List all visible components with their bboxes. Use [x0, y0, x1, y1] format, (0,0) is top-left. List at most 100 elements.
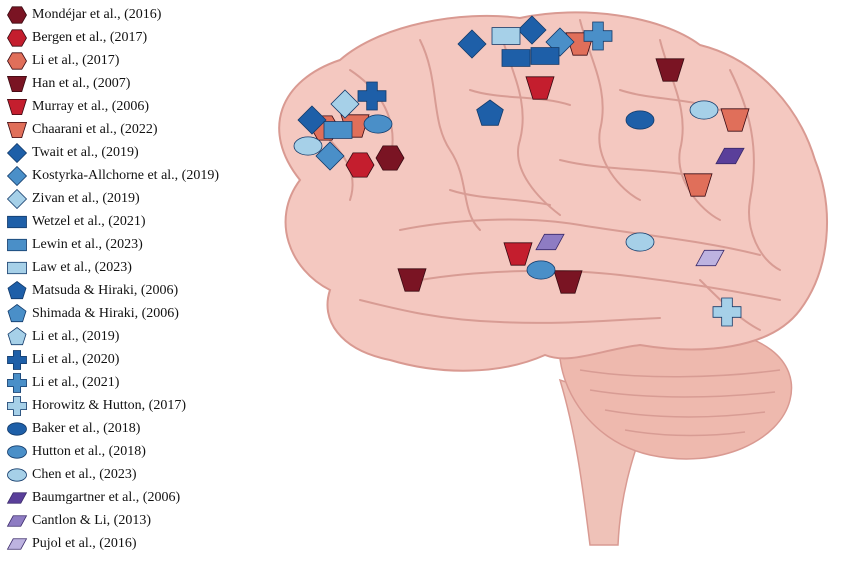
- legend-item: Lewin et al., (2023): [6, 234, 143, 256]
- brain-marker-trapezoid: [720, 108, 750, 132]
- legend-item: Li et al., (2019): [6, 326, 119, 348]
- legend-label: Baker et al., (2018): [32, 421, 141, 436]
- legend-label: Li et al., (2021): [32, 375, 120, 390]
- brain-marker-rect: [491, 27, 521, 45]
- legend-item: Twait et al., (2019): [6, 142, 139, 164]
- rect-icon: [7, 238, 27, 252]
- legend-item: Bergen et al., (2017): [6, 27, 147, 49]
- legend-label: Li et al., (2020): [32, 352, 120, 367]
- legend-item: Murray et al., (2006): [6, 96, 149, 118]
- brain-marker-trapezoid: [503, 242, 533, 266]
- legend-label: Pujol et al., (2016): [32, 536, 137, 551]
- legend-label: Bergen et al., (2017): [32, 30, 148, 45]
- legend-item: Kostyrka-Allchorne et al., (2019): [6, 165, 219, 187]
- legend-label: Wetzel et al., (2021): [32, 214, 146, 229]
- cross-icon: [7, 373, 27, 393]
- brain-marker-ellipse: [526, 260, 556, 280]
- legend-label: Horowitz & Hutton, (2017): [32, 398, 186, 413]
- rect-icon: [7, 215, 27, 229]
- brain-marker-cross: [357, 81, 387, 111]
- legend-label: Chaarani et al., (2022): [32, 122, 158, 137]
- legend-label: Cantlon & Li, (2013): [32, 513, 151, 528]
- ellipse-icon: [7, 445, 27, 459]
- legend-item: Han et al., (2007): [6, 73, 130, 95]
- brain-marker-diamond: [297, 105, 327, 135]
- legend-item: Wetzel et al., (2021): [6, 211, 146, 233]
- brain-marker-trapezoid: [525, 76, 555, 100]
- brain-marker-diamond: [315, 141, 345, 171]
- brain-marker-hexagon: [375, 145, 405, 171]
- legend-item: Li et al., (2021): [6, 372, 119, 394]
- legend-label: Li et al., (2019): [32, 329, 120, 344]
- legend-label: Baumgartner et al., (2006): [32, 490, 181, 505]
- legend-item: Matsuda & Hiraki, (2006): [6, 280, 178, 302]
- legend-item: Cantlon & Li, (2013): [6, 510, 151, 532]
- legend-item: Pujol et al., (2016): [6, 533, 137, 555]
- parallelogram-icon: [6, 515, 28, 527]
- brain-marker-trapezoid: [655, 58, 685, 82]
- legend-label: Murray et al., (2006): [32, 99, 150, 114]
- brain-marker-hexagon: [345, 152, 375, 178]
- parallelogram-icon: [6, 492, 28, 504]
- legend-item: Li et al., (2017): [6, 50, 119, 72]
- cerebellum-folds: [579, 369, 781, 437]
- hexagon-icon: [7, 29, 27, 47]
- legend-label: Twait et al., (2019): [32, 145, 139, 160]
- trapezoid-icon: [6, 122, 28, 138]
- pentagon-icon: [7, 327, 27, 346]
- legend-item: Baker et al., (2018): [6, 418, 140, 440]
- legend-item: Mondéjar et al., (2016): [6, 4, 161, 26]
- legend-item: Horowitz & Hutton, (2017): [6, 395, 186, 417]
- brain-marker-parallelogram: [535, 233, 565, 251]
- hexagon-icon: [7, 6, 27, 24]
- parallelogram-icon: [6, 538, 28, 550]
- brain-marker-trapezoid: [553, 270, 583, 294]
- legend-item: Zivan et al., (2019): [6, 188, 140, 210]
- brain-marker-ellipse: [363, 114, 393, 134]
- rect-icon: [7, 261, 27, 275]
- legend-label: Li et al., (2017): [32, 53, 120, 68]
- cross-icon: [7, 396, 27, 416]
- legend-item: Chaarani et al., (2022): [6, 119, 158, 141]
- legend-label: Matsuda & Hiraki, (2006): [32, 283, 179, 298]
- brain-marker-rect: [530, 47, 560, 65]
- ellipse-icon: [7, 422, 27, 436]
- brain-marker-trapezoid: [397, 268, 427, 292]
- brain-marker-cross: [583, 21, 613, 51]
- legend-label: Shimada & Hiraki, (2006): [32, 306, 179, 321]
- marker-layer: [293, 15, 750, 327]
- legend-item: Law et al., (2023): [6, 257, 132, 279]
- hexagon-icon: [7, 52, 27, 70]
- legend-item: Hutton et al., (2018): [6, 441, 146, 463]
- brain-marker-pentagon: [476, 99, 504, 126]
- pentagon-icon: [7, 281, 27, 300]
- pentagon-icon: [7, 304, 27, 323]
- trapezoid-icon: [6, 76, 28, 92]
- brain-marker-rect: [501, 49, 531, 67]
- legend-item: Li et al., (2020): [6, 349, 119, 371]
- legend-label: Hutton et al., (2018): [32, 444, 146, 459]
- brain-marker-ellipse: [625, 110, 655, 130]
- legend-label: Zivan et al., (2019): [32, 191, 140, 206]
- trapezoid-icon: [6, 99, 28, 115]
- diamond-icon: [6, 189, 28, 209]
- legend-item: Shimada & Hiraki, (2006): [6, 303, 179, 325]
- brain-marker-ellipse: [689, 100, 719, 120]
- legend-label: Chen et al., (2023): [32, 467, 137, 482]
- legend-label: Law et al., (2023): [32, 260, 132, 275]
- legend-item: Baumgartner et al., (2006): [6, 487, 180, 509]
- brain-marker-trapezoid: [683, 173, 713, 197]
- brain-marker-cross: [712, 297, 742, 327]
- brain-marker-rect: [323, 121, 353, 139]
- diamond-icon: [6, 166, 28, 186]
- legend-label: Mondéjar et al., (2016): [32, 7, 162, 22]
- brain-marker-diamond: [457, 29, 487, 59]
- cross-icon: [7, 350, 27, 370]
- legend-item: Chen et al., (2023): [6, 464, 137, 486]
- brain-marker-parallelogram: [695, 249, 725, 267]
- diamond-icon: [6, 143, 28, 163]
- brain-marker-ellipse: [625, 232, 655, 252]
- legend-label: Lewin et al., (2023): [32, 237, 143, 252]
